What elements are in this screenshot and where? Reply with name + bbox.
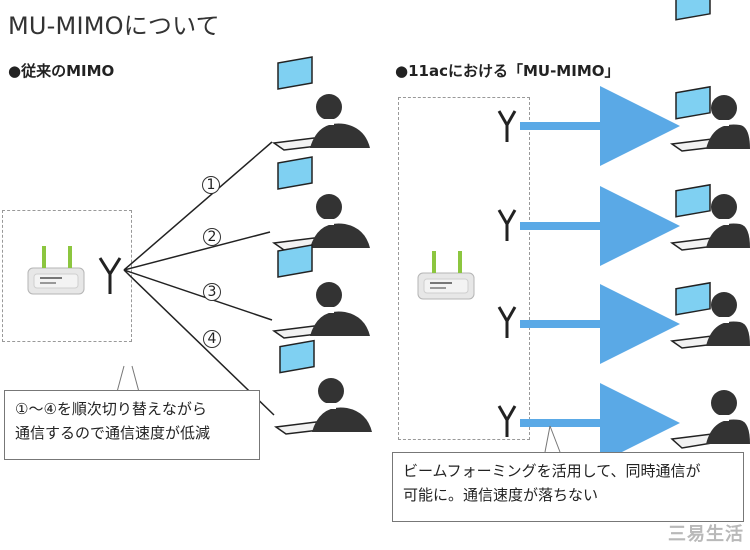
right-user-4 [706,390,750,444]
left-user-3 [310,282,370,336]
left-caption-box: ①～④を順次切り替えながら 通信するので通信速度が低減 [4,390,260,460]
page-title: MU-MIMOについて [8,12,220,40]
step-number-1: 1 [202,176,220,194]
right-router-icon [417,251,475,300]
left-user-2 [310,194,370,248]
step-number-4: 4 [203,330,221,348]
right-laptop-1 [669,0,727,152]
left-router-box [2,210,132,342]
right-caption-box: ビームフォーミングを活用して、同時通信が 可能に。通信速度が落ちない [392,452,744,522]
right-antenna-icon-4 [497,405,517,437]
left-callout-pointer [116,365,140,393]
right-callout-pointer [544,425,561,453]
right-section-heading: ●11acにおける「MU-MIMO」 [395,62,620,80]
right-antenna-icon-3 [497,306,517,338]
left-caption-line-1: ①～④を順次切り替えながら [15,400,207,418]
step-number-3: 3 [203,283,221,301]
right-antenna-icon-2 [497,209,517,241]
right-router-box [398,97,530,440]
left-user-4 [312,378,372,432]
right-beam-arrows [520,86,680,463]
left-antenna-icon [98,257,122,294]
left-caption-line-2: 通信するので通信速度が低減 [15,424,211,442]
right-user-1 [706,95,750,149]
right-caption-line-1: ビームフォーミングを活用して、同時通信が [403,462,701,480]
left-user-1 [310,94,370,148]
left-section-heading: ●従来のMIMO [8,62,115,80]
left-router-icon [27,246,85,295]
right-caption-line-2: 可能に。通信速度が落ちない [403,486,599,504]
watermark: 三易生活 [668,524,744,545]
right-user-2 [706,194,750,248]
right-user-3 [706,292,750,346]
left-connections [123,141,275,416]
step-number-2: 2 [203,228,221,246]
right-antenna-icon-1 [497,110,517,142]
